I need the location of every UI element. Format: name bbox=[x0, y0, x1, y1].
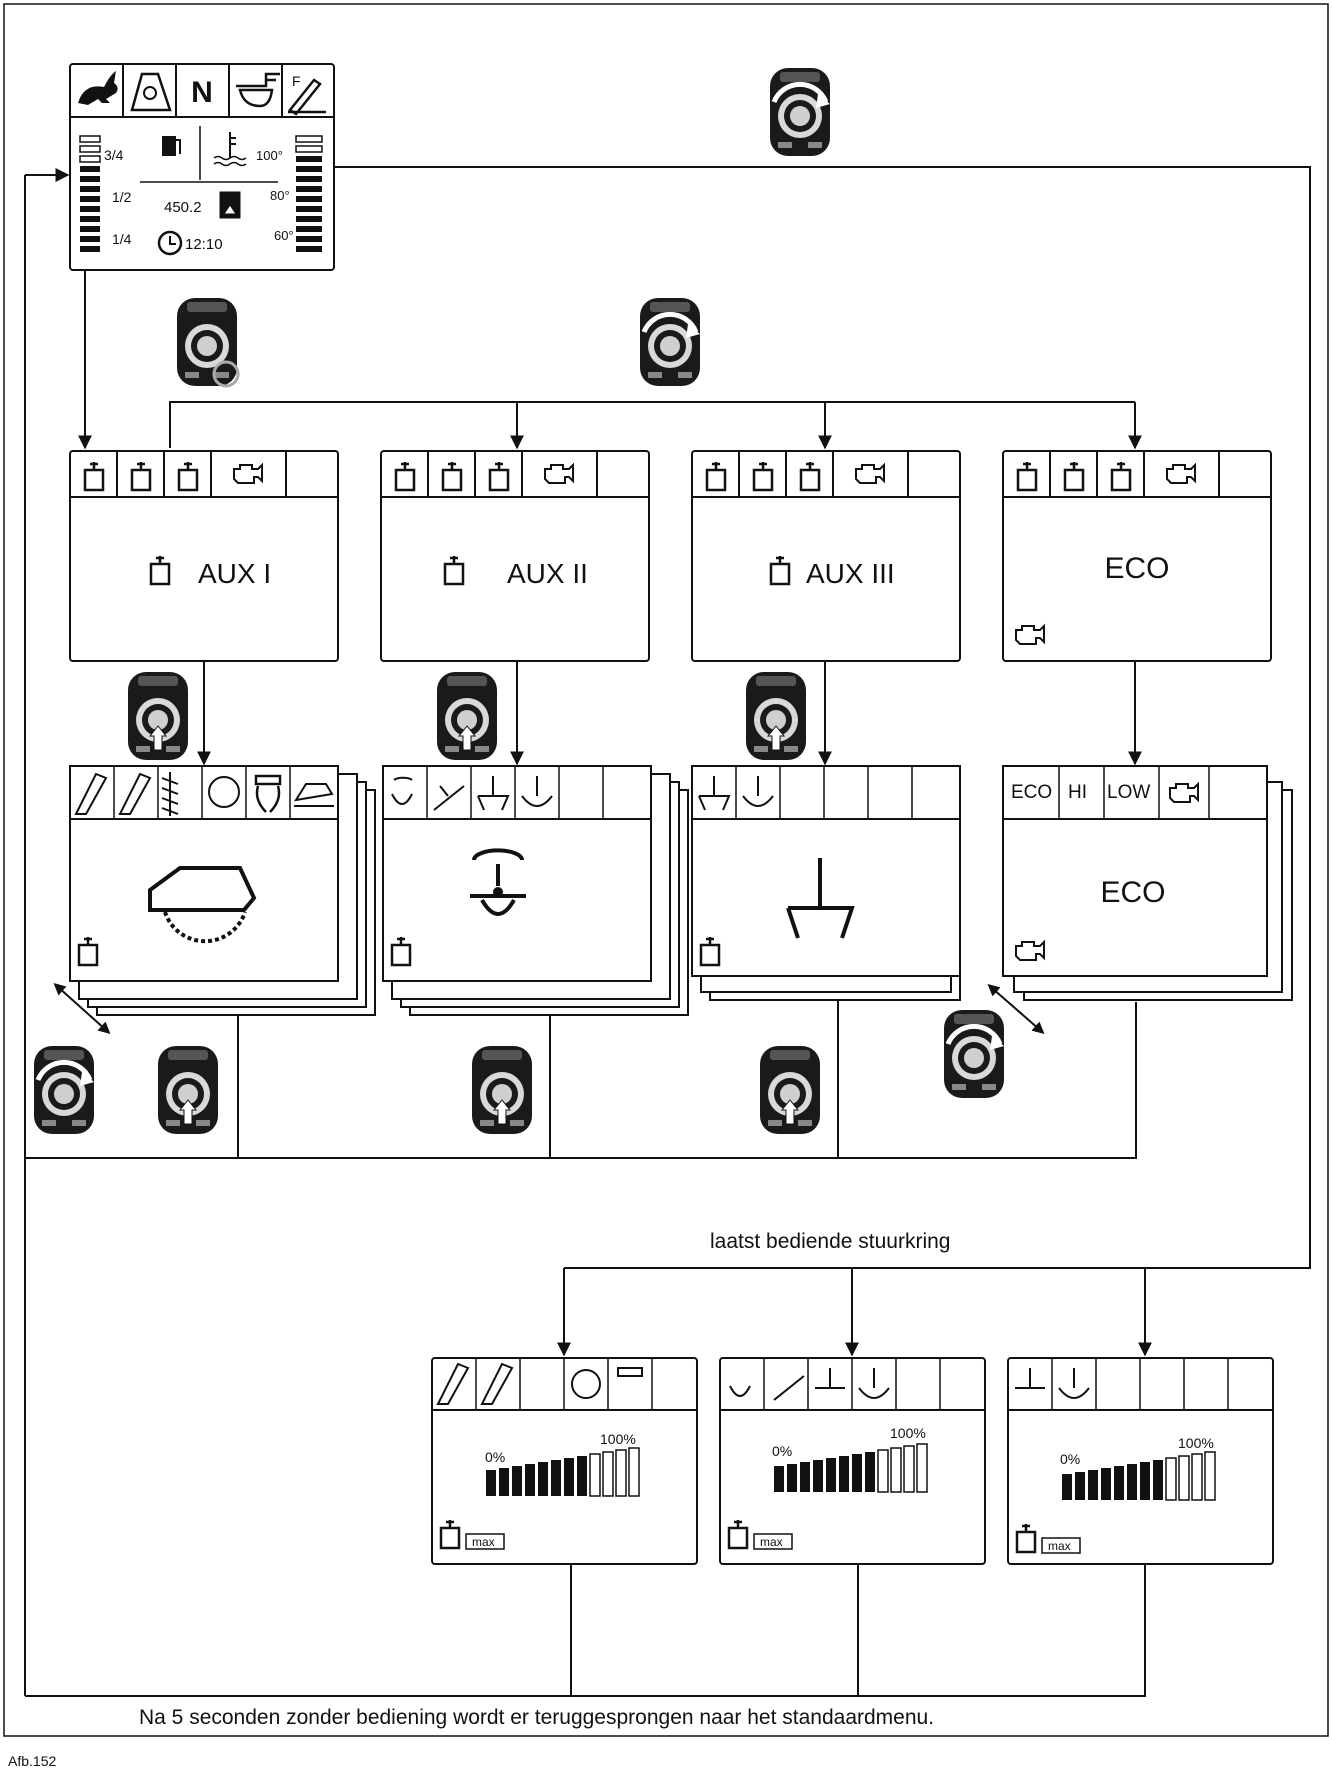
joystick-press-icon bbox=[760, 1046, 820, 1134]
fuel-mark-1-4: 1/4 bbox=[112, 231, 132, 247]
fuel-mark-1-2: 1/2 bbox=[112, 189, 132, 205]
joystick-press-icon bbox=[128, 672, 188, 760]
joystick-rotate-icon bbox=[34, 1046, 94, 1134]
tool-screen-aux1 bbox=[70, 766, 375, 1015]
joystick-rotate-icon bbox=[944, 1010, 1004, 1098]
hi-tab: HI bbox=[1068, 782, 1087, 803]
flow-screen-3: 0% 100% max bbox=[1008, 1358, 1273, 1564]
flow-screen-2: 0% 100% max bbox=[720, 1358, 985, 1564]
flow-min-2: 0% bbox=[772, 1443, 792, 1459]
joystick-rotate-icon bbox=[640, 298, 700, 386]
aux-screen-2: AUX II bbox=[381, 451, 649, 661]
eco-mode-screen: ECO HI LOW ECO bbox=[1003, 766, 1292, 1000]
flow-min-1: 0% bbox=[485, 1449, 505, 1465]
flow-max-3: 100% bbox=[1178, 1435, 1214, 1451]
flow-max-2: 100% bbox=[890, 1425, 926, 1441]
figure-label: Afb.152 bbox=[8, 1753, 56, 1769]
main-display-screen: N F 3/4 1/2 1/4 bbox=[70, 64, 334, 270]
joystick-press-icon bbox=[746, 672, 806, 760]
timeout-note: Na 5 seconden zonder bediening wordt er … bbox=[139, 1706, 934, 1729]
flow-badge-3: max bbox=[1048, 1539, 1071, 1553]
aux-screen-1: AUX I bbox=[70, 451, 338, 661]
eco-tab: ECO bbox=[1011, 782, 1052, 803]
aux-title-4: ECO bbox=[1104, 552, 1169, 585]
flow-badge-2: max bbox=[760, 1535, 783, 1549]
joystick-button-icon bbox=[177, 298, 237, 386]
fuel-pump-icon bbox=[162, 136, 176, 156]
last-circuit-label: laatst bediende stuurkring bbox=[710, 1230, 951, 1253]
joystick-press-icon bbox=[437, 672, 497, 760]
low-tab: LOW bbox=[1107, 782, 1150, 803]
aux-title-3: AUX III bbox=[806, 558, 895, 589]
tool-screen-aux3 bbox=[692, 766, 960, 1000]
aux-title-2: AUX II bbox=[507, 558, 588, 589]
tool-screen-aux2 bbox=[383, 766, 688, 1015]
aux-title-1: AUX I bbox=[198, 558, 271, 589]
temp-mark-80: 80° bbox=[270, 188, 290, 203]
joystick-rotate-icon bbox=[770, 68, 830, 156]
temp-mark-100: 100° bbox=[256, 148, 283, 163]
joystick-press-icon bbox=[472, 1046, 532, 1134]
fuel-mark-3-4: 3/4 bbox=[104, 147, 124, 163]
gear-label: N bbox=[191, 76, 213, 109]
temp-mark-60: 60° bbox=[274, 228, 294, 243]
flow-min-3: 0% bbox=[1060, 1451, 1080, 1467]
aux-screen-3: AUX III bbox=[692, 451, 960, 661]
flow-screen-1: 0% 100% max bbox=[432, 1358, 697, 1564]
clock-value: 12:10 bbox=[185, 236, 223, 253]
eco-mode-title: ECO bbox=[1100, 876, 1165, 909]
eco-screen: ECO bbox=[1003, 451, 1271, 661]
svg-text:F: F bbox=[292, 73, 301, 89]
hourglass-icon bbox=[220, 192, 240, 218]
flow-badge-1: max bbox=[472, 1535, 495, 1549]
flow-max-1: 100% bbox=[600, 1431, 636, 1447]
joystick-press-icon bbox=[158, 1046, 218, 1134]
hours-value: 450.2 bbox=[164, 199, 202, 216]
